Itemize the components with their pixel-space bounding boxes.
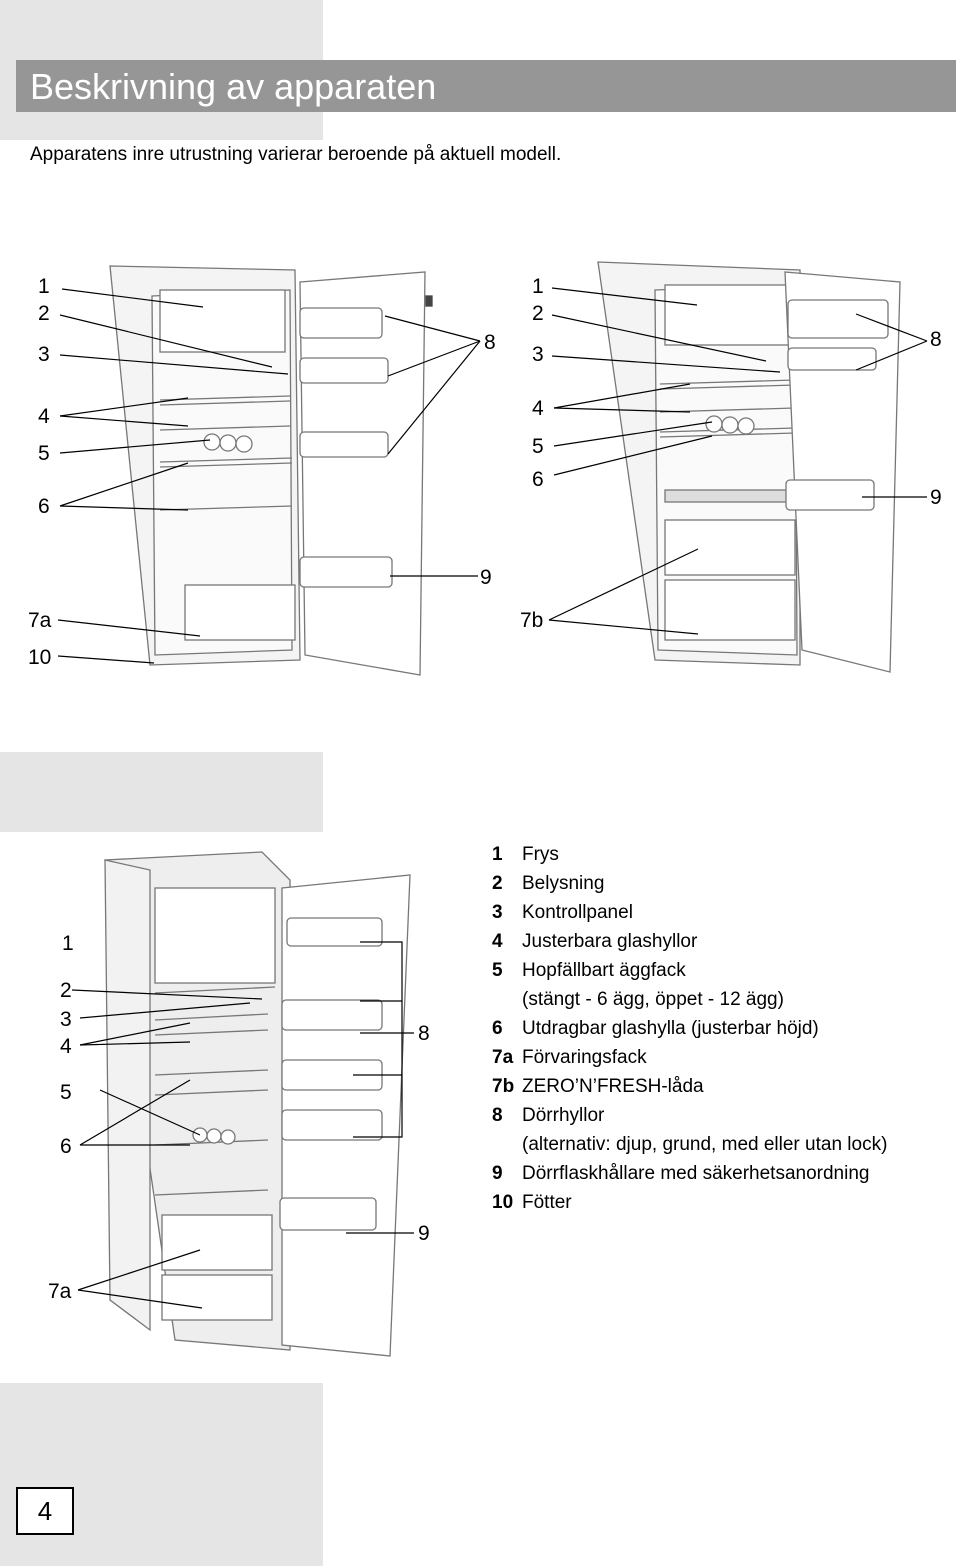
legend-number: 6 <box>492 1018 503 1039</box>
legend-number: 5 <box>492 960 503 981</box>
title-bar <box>16 60 956 112</box>
legend-row: (stängt - 6 ägg, öppet - 12 ägg) <box>492 985 887 1014</box>
legend-text: Utdragbar glashylla (justerbar höjd) <box>522 1018 819 1039</box>
sidebar-band-bottom <box>0 1383 323 1566</box>
legend-text: Dörrflaskhållare med säkerhetsanordning <box>522 1163 870 1184</box>
callout-labels-figure-1: 1 2 3 4 5 6 7a 10 8 9 <box>28 275 496 669</box>
legend-number <box>492 1130 522 1159</box>
callout-8: 8 <box>930 328 942 351</box>
sidebar-band-middle <box>0 752 323 832</box>
legend-row: 8 Dörrhyllor <box>492 1101 887 1130</box>
callout-labels-figure-3: 1 2 3 4 5 6 7a 8 9 <box>48 932 430 1303</box>
callout-4: 4 <box>532 397 544 420</box>
callout-5: 5 <box>60 1081 72 1104</box>
callout-1: 1 <box>532 275 544 298</box>
callout-7a: 7a <box>48 1280 72 1303</box>
legend-row: 6 Utdragbar glashylla (justerbar höjd) <box>492 1014 887 1043</box>
legend-number <box>492 985 522 1014</box>
callout-4: 4 <box>60 1035 72 1058</box>
callout-7b: 7b <box>520 609 543 632</box>
callout-10: 10 <box>28 646 51 669</box>
legend-row: 10 Fötter <box>492 1188 887 1217</box>
legend-row: 1 Frys <box>492 840 887 869</box>
callout-1: 1 <box>38 275 50 298</box>
legend-number: 2 <box>492 873 503 894</box>
legend-number: 9 <box>492 1163 503 1184</box>
callout-9: 9 <box>418 1222 430 1245</box>
legend-text: Dörrhyllor <box>522 1105 605 1126</box>
page-number: 4 <box>16 1487 74 1535</box>
callout-3: 3 <box>60 1008 72 1031</box>
legend-row: 9 Dörrflaskhållare med säkerhetsanordning <box>492 1159 887 1188</box>
legend-number: 1 <box>492 844 503 865</box>
leader-lines-figure-1 <box>57 288 481 664</box>
legend-text: (alternativ: djup, grund, med eller utan… <box>522 1134 888 1155</box>
fridge-illustration-3 <box>104 851 411 1357</box>
callout-2: 2 <box>38 302 50 325</box>
legend-row: (alternativ: djup, grund, med eller utan… <box>492 1130 887 1159</box>
legend-text: Förvaringsfack <box>522 1047 647 1068</box>
callout-5: 5 <box>532 435 544 458</box>
legend-number: 3 <box>492 902 503 923</box>
parts-legend: 1 Frys 2 Belysning 3 Kontrollpanel 4 Justerbara… <box>492 840 887 1217</box>
callout-6: 6 <box>38 495 50 518</box>
legend-number: 7a <box>492 1047 514 1068</box>
callout-2: 2 <box>532 302 544 325</box>
legend-number: 4 <box>492 931 503 952</box>
fridge-illustration-1 <box>109 265 433 676</box>
callout-3: 3 <box>532 343 544 366</box>
legend-text: Belysning <box>522 873 605 894</box>
leader-lines-figure-3 <box>71 941 414 1309</box>
legend-number: 10 <box>492 1192 514 1213</box>
legend-row: 5 Hopfällbart äggfack <box>492 956 887 985</box>
callout-8: 8 <box>484 331 496 354</box>
callout-labels-figure-2: 1 2 3 4 5 6 7b 8 9 <box>520 275 942 632</box>
callout-6: 6 <box>60 1135 72 1158</box>
callout-5: 5 <box>38 442 50 465</box>
legend-number: 8 <box>492 1105 503 1126</box>
callout-7a: 7a <box>28 609 52 632</box>
legend-row: 2 Belysning <box>492 869 887 898</box>
legend-text: (stängt - 6 ägg, öppet - 12 ägg) <box>522 989 784 1010</box>
callout-9: 9 <box>930 486 942 509</box>
legend-row: 3 Kontrollpanel <box>492 898 887 927</box>
callout-1: 1 <box>62 932 74 955</box>
legend-row: 4 Justerbara glashyllor <box>492 927 887 956</box>
callout-3: 3 <box>38 343 50 366</box>
legend-row: 7b ZERO’N’FRESH-låda <box>492 1072 887 1101</box>
callout-6: 6 <box>532 468 544 491</box>
legend-number: 7b <box>492 1076 515 1097</box>
page-title: Beskrivning av apparaten <box>30 66 437 107</box>
leader-lines-figure-2 <box>548 287 928 635</box>
legend-text: Frys <box>522 844 559 865</box>
callout-9: 9 <box>480 566 492 589</box>
callout-4: 4 <box>38 405 50 428</box>
callout-2: 2 <box>60 979 72 1002</box>
legend-row: 7a Förvaringsfack <box>492 1043 887 1072</box>
legend-text: Fötter <box>522 1192 572 1213</box>
intro-text: Apparatens inre utrustning varierar bero… <box>30 144 562 165</box>
fridge-illustration-2 <box>597 261 901 673</box>
legend-text: Hopfällbart äggfack <box>522 960 686 981</box>
legend-text: ZERO’N’FRESH-låda <box>522 1076 704 1097</box>
legend-text: Justerbara glashyllor <box>522 931 698 952</box>
callout-8: 8 <box>418 1022 430 1045</box>
legend-text: Kontrollpanel <box>522 902 633 923</box>
